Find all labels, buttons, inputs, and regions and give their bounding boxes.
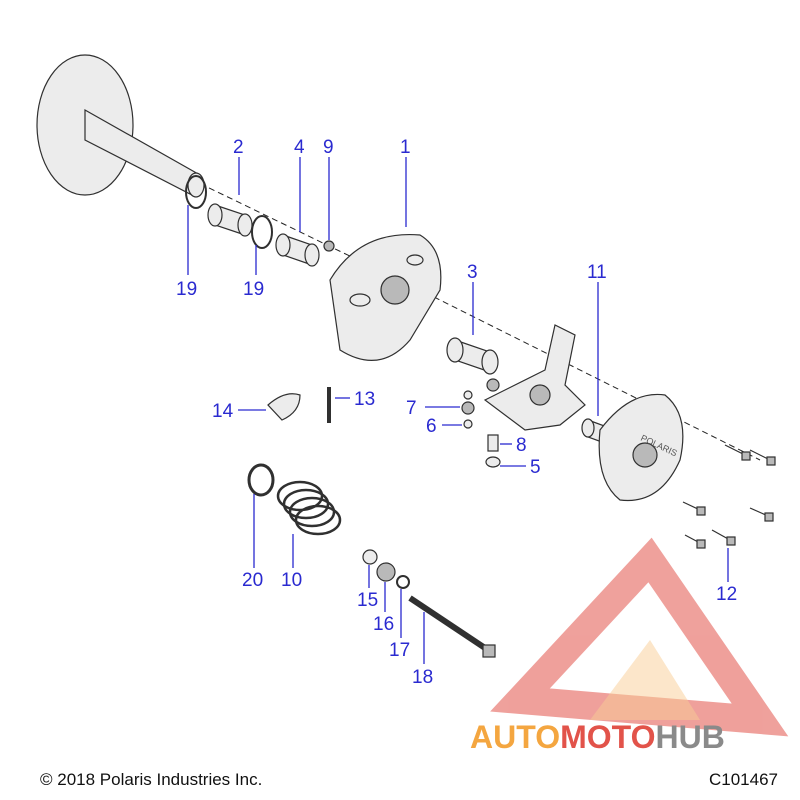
callout-1: 1 — [400, 137, 411, 158]
callout-20: 20 — [242, 570, 263, 591]
bolt-18 — [408, 595, 496, 658]
callout-16: 16 — [373, 614, 394, 635]
spider-part — [483, 324, 586, 431]
bolts-12 — [682, 444, 776, 549]
watermark-hub: HUB — [655, 719, 724, 755]
callout-9: 9 — [323, 137, 334, 158]
watermark-logo — [490, 537, 789, 737]
bushing-2 — [207, 203, 253, 237]
svg-text:AUTOMOTOHUB: AUTOMOTOHUB — [470, 719, 725, 755]
nut-9 — [323, 240, 335, 252]
callout-5: 5 — [530, 457, 541, 478]
watermark-text: AUTOMOTOHUB — [470, 719, 725, 755]
callout-3: 3 — [467, 262, 478, 283]
callout-19a: 19 — [176, 279, 197, 300]
callout-18: 18 — [412, 667, 433, 688]
callout-11: 11 — [587, 262, 607, 283]
copyright-text: © 2018 Polaris Industries Inc. — [40, 770, 263, 789]
leader-lines — [187, 157, 729, 664]
ring-20 — [247, 463, 275, 497]
cover-plate: POLARIS — [598, 393, 684, 502]
callout-12: 12 — [716, 584, 737, 605]
callout-7: 7 — [406, 398, 417, 419]
callout-14: 14 — [212, 401, 234, 422]
roller-parts — [461, 378, 501, 468]
shoe-14 — [267, 393, 301, 421]
callout-labels: 1 2 3 4 5 6 7 8 9 10 11 12 13 14 15 16 1… — [176, 137, 737, 688]
callout-4: 4 — [294, 137, 305, 158]
callout-15: 15 — [357, 590, 378, 611]
sheave-part — [36, 54, 205, 198]
spring-10 — [276, 480, 342, 536]
drawing-id: C101467 — [708, 770, 778, 789]
bushing-4 — [275, 233, 320, 267]
retaining-ring-19b — [251, 215, 273, 249]
callout-13: 13 — [354, 389, 375, 410]
callout-17: 17 — [389, 640, 410, 661]
watermark-moto: MOTO — [560, 719, 655, 755]
retaining-ring-19a — [185, 175, 207, 209]
callout-2: 2 — [233, 137, 244, 158]
callout-10: 10 — [281, 570, 302, 591]
callout-6: 6 — [426, 416, 437, 437]
watermark-auto: AUTO — [470, 719, 560, 755]
callout-19b: 19 — [243, 279, 264, 300]
housing-1 — [329, 233, 442, 361]
washers — [362, 549, 410, 589]
callout-8: 8 — [516, 435, 527, 456]
bushing-3 — [446, 337, 499, 375]
